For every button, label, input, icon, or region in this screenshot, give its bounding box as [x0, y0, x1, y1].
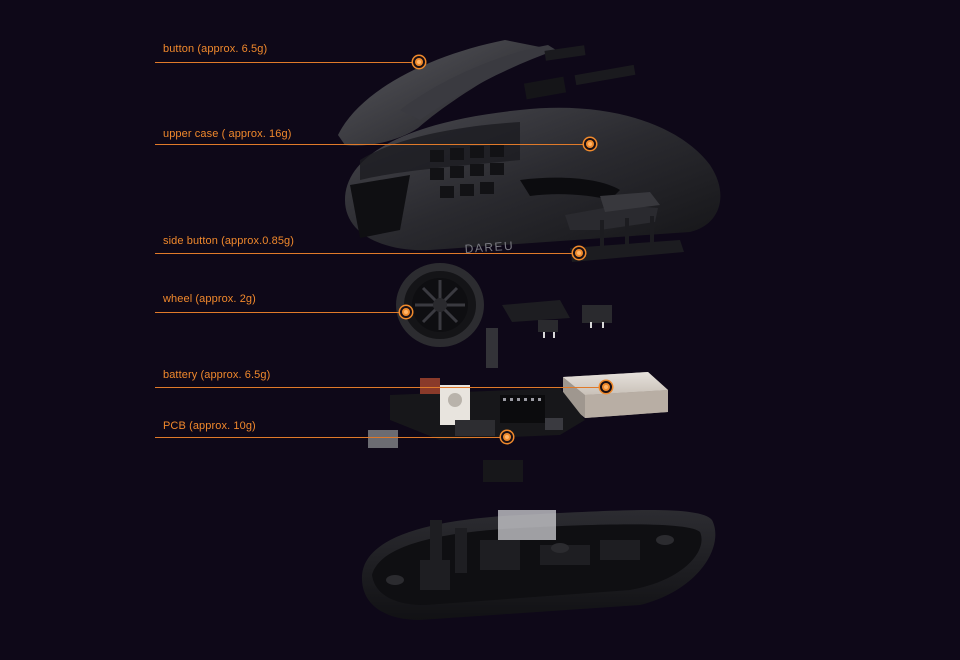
wheel-part — [396, 263, 484, 347]
callout-dot-wheel — [400, 306, 412, 318]
bottom-case-part — [361, 510, 716, 620]
callout-label-wheel: wheel (approx. 2g) — [163, 293, 256, 305]
callout-label-side-button: side button (approx.0.85g) — [163, 235, 295, 247]
callout-line-upper-case — [155, 144, 590, 145]
switch-parts — [486, 300, 612, 368]
callout-dot-pcb — [501, 431, 513, 443]
callout-dot-button — [413, 56, 425, 68]
side-button-part — [565, 192, 684, 262]
callout-line-side-button — [155, 253, 579, 254]
pcb-part — [368, 378, 585, 482]
callout-label-battery: battery (approx. 6.5g) — [163, 369, 271, 381]
callout-line-battery — [155, 387, 606, 388]
callout-label-pcb: PCB (approx. 10g) — [163, 420, 256, 432]
callout-line-pcb — [155, 437, 507, 438]
callout-label-upper-case: upper case ( approx. 16g) — [163, 128, 292, 140]
callout-dot-battery — [600, 381, 612, 393]
battery-part — [563, 372, 668, 418]
callout-dot-side-button — [573, 247, 585, 259]
callout-label-button: button (approx. 6.5g) — [163, 43, 268, 55]
callout-dot-upper-case — [584, 138, 596, 150]
callout-line-wheel — [155, 312, 406, 313]
button-part — [338, 40, 636, 146]
callout-line-button — [155, 62, 419, 63]
brand-mark: DAREU — [464, 239, 514, 256]
